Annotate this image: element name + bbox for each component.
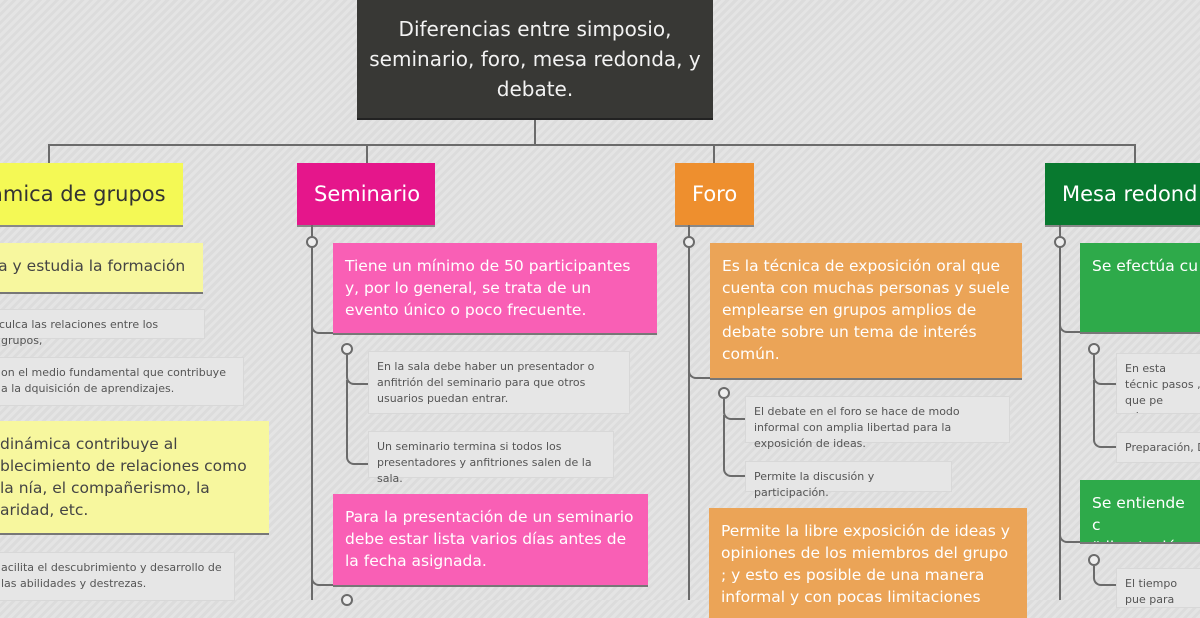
node[interactable]: dinámica contribuye al blecimiento de re…	[0, 421, 269, 533]
connector	[723, 399, 745, 420]
connector	[1059, 340, 1200, 543]
node[interactable]: Permite la libre exposición de ideas y o…	[709, 508, 1027, 618]
connector	[1093, 566, 1116, 586]
connector	[346, 355, 368, 385]
node[interactable]: za y estudia la formación	[0, 243, 203, 292]
collapse-toggle[interactable]	[718, 387, 730, 399]
collapse-toggle[interactable]	[1054, 236, 1066, 248]
branch-dinamica[interactable]: ámica de grupos	[0, 163, 183, 225]
node[interactable]: Se entiende c “disertación d	[1080, 480, 1200, 542]
node[interactable]: on el medio fundamental que contribuye a…	[0, 357, 244, 406]
collapse-toggle[interactable]	[341, 594, 353, 606]
connector	[1059, 250, 1200, 333]
connector	[311, 250, 657, 334]
node[interactable]: El debate en el foro se hace de modo inf…	[745, 396, 1010, 450]
collapse-toggle[interactable]	[341, 343, 353, 355]
connector	[1134, 144, 1136, 163]
node[interactable]: Es la técnica de exposición oral que cue…	[710, 243, 1022, 378]
collapse-toggle[interactable]	[306, 236, 318, 248]
collapse-toggle[interactable]	[1088, 343, 1100, 355]
connector	[1093, 380, 1116, 448]
node[interactable]: En la sala debe haber un presentador o a…	[368, 351, 630, 414]
branch-seminario[interactable]: Seminario	[297, 163, 435, 225]
connector	[48, 144, 50, 163]
node[interactable]: acilita el descubrimiento y desarrollo d…	[0, 552, 235, 601]
connector	[311, 340, 648, 586]
node[interactable]: nculca las relaciones entre los grupos,	[0, 309, 205, 347]
collapse-toggle[interactable]	[1088, 554, 1100, 566]
connector	[688, 225, 690, 600]
node[interactable]: Preparación, D	[1116, 432, 1200, 463]
node[interactable]: El tiempo pue para realizar la	[1116, 568, 1200, 608]
branch-foro[interactable]: Foro	[675, 163, 754, 225]
branch-mesa-redonda[interactable]: Mesa redond	[1045, 163, 1200, 225]
connector	[723, 415, 745, 477]
node[interactable]: Un seminario termina si todos los presen…	[368, 431, 614, 485]
node[interactable]: Para la presentación de un seminario deb…	[333, 494, 648, 585]
node[interactable]: Tiene un mínimo de 50 participantes y, p…	[333, 243, 657, 333]
root-node[interactable]: Diferencias entre simposio, seminario, f…	[357, 0, 713, 118]
branch-bar	[48, 144, 1136, 146]
node[interactable]: En esta técnic pasos , que pe misma , en…	[1116, 353, 1200, 414]
collapse-toggle[interactable]	[683, 236, 695, 248]
connector	[688, 250, 1022, 379]
connector	[1093, 355, 1116, 385]
connector	[366, 144, 368, 163]
node[interactable]: Permite la discusión y participación.	[745, 461, 952, 499]
connector	[713, 144, 715, 163]
root-connector	[534, 118, 536, 145]
node[interactable]: Se efectúa cu punto de vista sobre un te…	[1080, 243, 1200, 332]
connector	[346, 380, 368, 465]
